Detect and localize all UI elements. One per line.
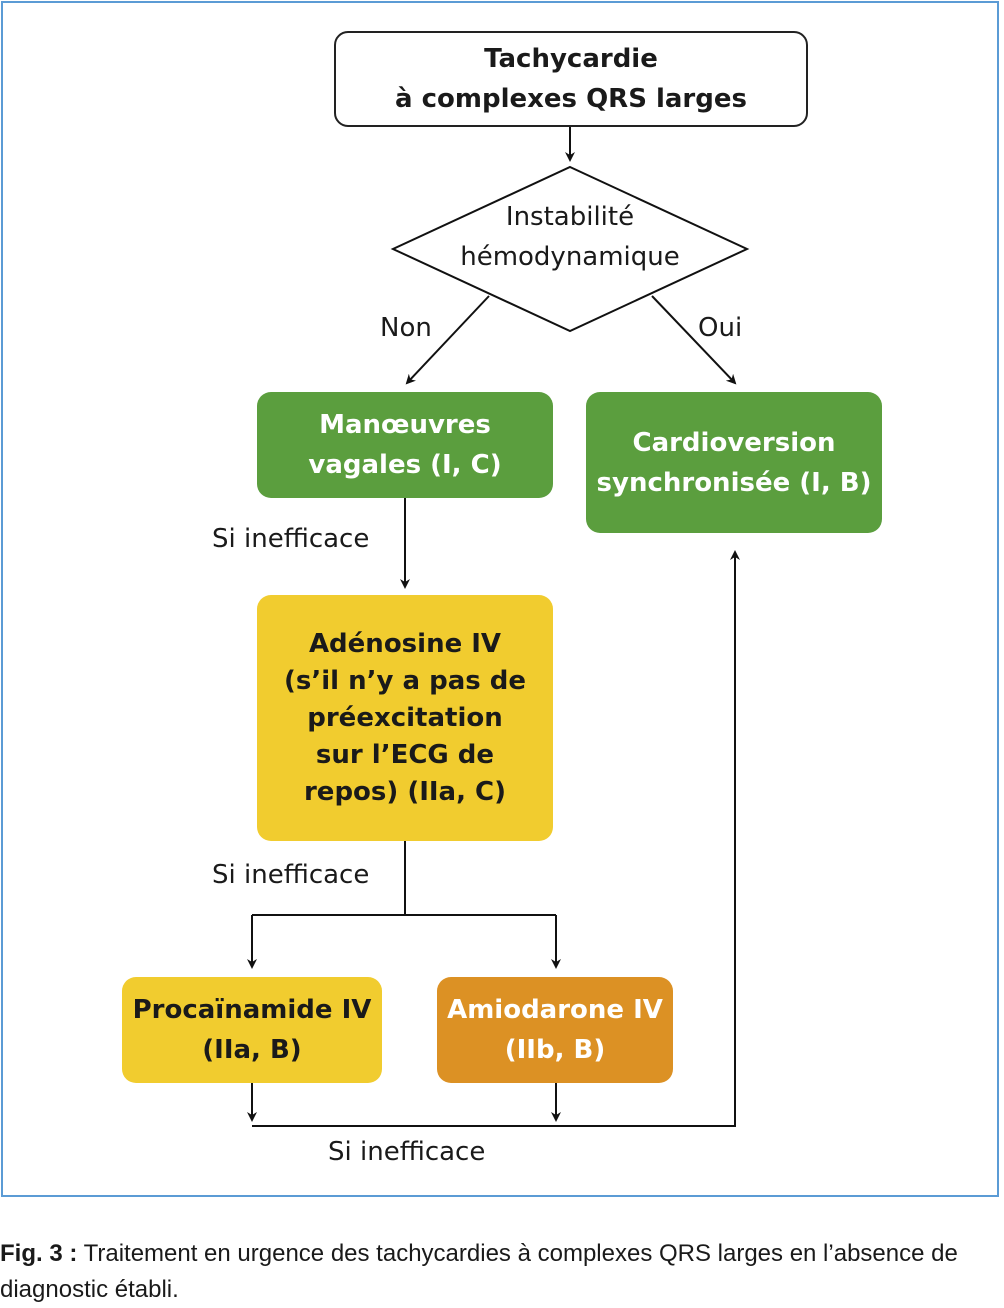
procainamide-node: Procaïnamide IV (IIa, B): [122, 977, 382, 1083]
figure-caption: Fig. 3 : Traitement en urgence des tachy…: [0, 1236, 1000, 1308]
caption-label: Fig. 3 :: [0, 1240, 78, 1267]
amiodarone-node: Amiodarone IV (IIb, B): [437, 977, 673, 1083]
edge-label-ineffective-1: Si inefficace: [212, 524, 370, 554]
start-node: Tachycardie à complexes QRS larges: [334, 31, 808, 127]
edge-label-ineffective-3: Si inefficace: [328, 1137, 486, 1167]
decision-label: Instabilité hémodynamique: [460, 202, 680, 272]
edge-label-yes: Oui: [698, 313, 743, 343]
edge-label-ineffective-2: Si inefficace: [212, 860, 370, 890]
decision-diamond: [390, 165, 750, 333]
cardioversion-node: Cardioversion synchronisée (I, B): [586, 392, 882, 533]
arrow-back-to-cardioversion: [252, 550, 740, 1127]
arrow-yes: [651, 295, 737, 385]
caption-text: Traitement en urgence des tachycardies à…: [0, 1240, 958, 1303]
flowchart-connectors: [247, 127, 750, 1127]
arrow-no: [405, 295, 490, 385]
figure-frame: [1, 1, 999, 1197]
edge-label-no: Non: [380, 313, 432, 343]
vagal-maneuvers-node: Manœuvres vagales (I, C): [257, 392, 553, 498]
adenosine-node: Adénosine IV (s’il n’y a pas de préexcit…: [257, 595, 553, 841]
